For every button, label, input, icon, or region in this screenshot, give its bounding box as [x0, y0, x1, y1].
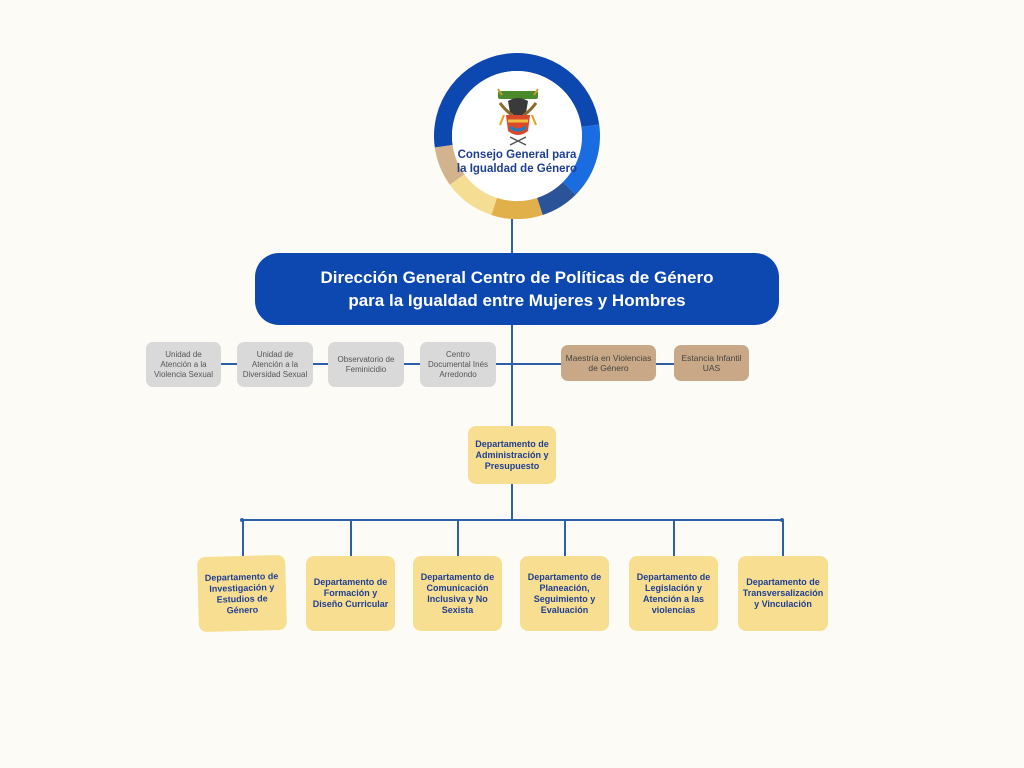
dept-legislacion: Departamento de Legislación y Atención a…: [629, 556, 718, 631]
connector-dept-3: [457, 520, 459, 556]
dept-transversalizacion: Departamento de Transversalización y Vin…: [738, 556, 828, 631]
connector-dept-5: [673, 520, 675, 556]
connector-dept-2: [350, 520, 352, 556]
unit-label: Unidad de Atención a la Diversidad Sexua…: [242, 349, 308, 379]
unit-diversidad-sexual: Unidad de Atención a la Diversidad Sexua…: [237, 342, 313, 387]
unit-centro-documental: Centro Documental Inés Arredondo: [420, 342, 496, 387]
dept-investigacion: Departamento de Investigación y Estudios…: [197, 554, 287, 633]
dept-label: Departamento de Investigación y Estudios…: [204, 570, 279, 615]
unit-observatorio-feminicidio: Observatorio de Feminicidio: [328, 342, 404, 387]
dept-label: Departamento de Comunicación Inclusiva y…: [420, 571, 495, 615]
unit-label: Maestría en Violencias de Género: [565, 352, 652, 374]
ring-segment-2: [562, 124, 600, 195]
dept-label: Departamento de Legislación y Atención a…: [636, 571, 711, 615]
dept-label: Departamento de Planeación, Seguimiento …: [527, 571, 602, 615]
connector-dept-4: [564, 520, 566, 556]
unit-label: Estancia Infantil UAS: [681, 352, 742, 374]
director-general-node: Dirección General Centro de Políticas de…: [255, 253, 779, 325]
council-title: Consejo General para la Igualdad de Géne…: [456, 149, 578, 175]
dept-administracion: Departamento de Administración y Presupu…: [468, 426, 556, 484]
connector-admin-departments: [511, 484, 513, 520]
connector-dept-6: [782, 520, 784, 556]
ring-segment-3: [536, 181, 576, 215]
connector-dept-1: [242, 520, 244, 556]
ring-segment-6: [434, 144, 465, 185]
unit-maestria-violencias: Maestría en Violencias de Género: [561, 345, 656, 381]
connector-director-admin: [511, 325, 513, 426]
dept-comunicacion: Departamento de Comunicación Inclusiva y…: [413, 556, 502, 631]
dept-planeacion: Departamento de Planeación, Seguimiento …: [520, 556, 609, 631]
council-ring: [434, 53, 600, 219]
director-general-title: Dirección General Centro de Políticas de…: [320, 268, 714, 310]
unit-label: Observatorio de Feminicidio: [337, 354, 395, 374]
unit-violencia-sexual: Unidad de Atención a la Violencia Sexual: [146, 342, 221, 387]
dept-label: Departamento de Formación y Diseño Curri…: [312, 577, 389, 609]
university-crest-icon: [497, 88, 539, 146]
unit-label: Unidad de Atención a la Violencia Sexual: [153, 349, 213, 379]
connector-departments-horizontal: [242, 519, 782, 521]
dept-label: Departamento de Administración y Presupu…: [475, 438, 549, 471]
ring-segment-4: [491, 197, 543, 219]
ring-segment-1: [434, 53, 600, 148]
dept-formacion: Departamento de Formación y Diseño Curri…: [306, 556, 395, 631]
council-node: Consejo General para la Igualdad de Géne…: [434, 53, 600, 219]
ring-segment-5: [449, 173, 498, 215]
dept-label: Departamento de Transversalización y Vin…: [742, 577, 824, 609]
unit-label: Centro Documental Inés Arredondo: [427, 349, 489, 379]
connector-council-director: [511, 219, 513, 253]
council-circle: Consejo General para la Igualdad de Géne…: [452, 71, 582, 201]
unit-estancia-infantil: Estancia Infantil UAS: [674, 345, 749, 381]
